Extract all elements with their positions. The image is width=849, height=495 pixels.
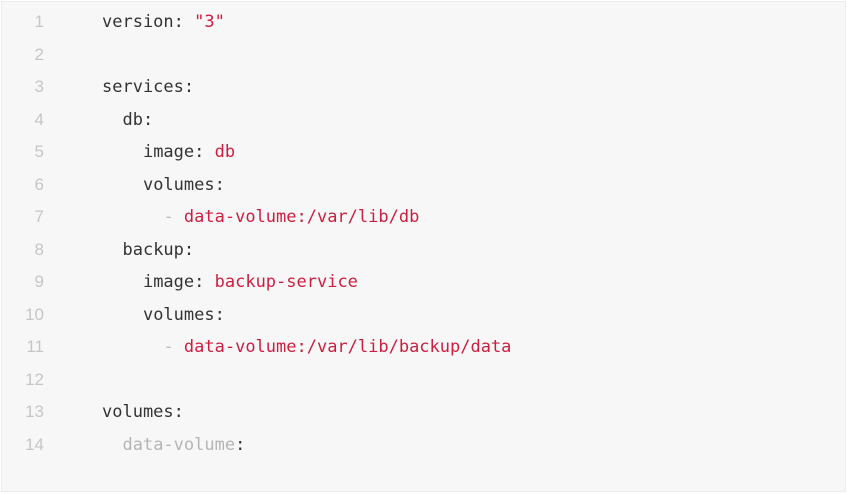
code-text: version: "3" [102, 6, 225, 38]
code-line: 4 db: [2, 104, 845, 136]
line-number: 8 [34, 239, 44, 259]
code-line: 8 backup: [2, 234, 845, 266]
line-number: 11 [26, 337, 44, 356]
code-line: 1 version: "3" [2, 6, 845, 38]
yaml-separator: : [214, 174, 225, 195]
yaml-separator: : [183, 239, 195, 260]
yaml-key: volumes [142, 304, 215, 325]
code-line: 11 - data-volume:/var/lib/backup/data [2, 331, 845, 363]
indent [102, 337, 163, 357]
line-number: 3 [34, 77, 44, 96]
indent [102, 142, 143, 162]
list-dash: - [163, 337, 184, 357]
indent [102, 435, 122, 455]
yaml-separator: : [214, 304, 225, 325]
line-number: 7 [34, 207, 44, 226]
code-line: 5 image: db [2, 136, 845, 168]
line-number: 5 [34, 142, 44, 161]
yaml-key: services [102, 77, 184, 97]
indent [102, 272, 143, 292]
yaml-key: volumes [102, 402, 174, 422]
code-text: services: [102, 71, 194, 103]
code-line: 7 - data-volume:/var/lib/db [2, 201, 845, 233]
code-line: 6 volumes: [2, 169, 845, 201]
code-line: 14 data-volume: [2, 429, 845, 461]
yaml-separator: : [194, 272, 215, 292]
line-number: 9 [34, 272, 44, 291]
code-text: image: db [102, 136, 235, 168]
line-number: 14 [25, 434, 44, 454]
yaml-key: image [142, 272, 195, 292]
code-line: 3 services: [2, 71, 845, 103]
line-number: 13 [25, 402, 44, 421]
code-text: - data-volume:/var/lib/db [102, 201, 419, 233]
code-text: volumes: [102, 299, 225, 331]
code-line: 10 volumes: [2, 299, 845, 331]
yaml-key: backup [122, 239, 184, 260]
code-text: backup: [102, 234, 194, 266]
yaml-value: data-volume:/var/lib/db [183, 207, 420, 227]
line-number: 2 [34, 44, 44, 64]
yaml-separator: : [173, 12, 195, 32]
yaml-key: image [142, 142, 195, 162]
line-number: 6 [34, 174, 44, 194]
yaml-key: data-volume [122, 434, 236, 455]
yaml-value: db [214, 142, 236, 162]
yaml-value: data-volume:/var/lib/backup/data [183, 337, 512, 357]
list-dash: - [163, 207, 184, 227]
code-line: 9 image: backup-service [2, 266, 845, 298]
yaml-separator: : [173, 402, 184, 422]
yaml-separator: : [183, 77, 195, 97]
yaml-separator: : [194, 142, 215, 162]
yaml-key: db [122, 109, 143, 130]
code-text: volumes: [102, 169, 225, 201]
indent [102, 305, 143, 325]
yaml-value: backup-service [214, 272, 358, 292]
line-number: 1 [34, 12, 44, 31]
yaml-value: "3" [194, 12, 225, 32]
code-text: data-volume: [102, 429, 245, 461]
code-text: volumes: [102, 396, 184, 428]
code-line: 12 [2, 364, 845, 396]
line-number: 4 [34, 109, 44, 129]
yaml-key: version [102, 12, 174, 32]
yaml-key: volumes [142, 174, 215, 195]
indent [102, 175, 143, 195]
indent [102, 240, 122, 260]
line-number: 12 [25, 369, 44, 389]
code-text: - data-volume:/var/lib/backup/data [102, 331, 511, 363]
line-number: 10 [25, 304, 44, 324]
indent [102, 207, 163, 227]
yaml-separator: : [235, 434, 246, 455]
code-text: image: backup-service [102, 266, 358, 298]
code-line: 13 volumes: [2, 396, 845, 428]
code-text: db: [102, 104, 153, 136]
yaml-separator: : [142, 109, 154, 130]
code-line: 2 [2, 39, 845, 71]
indent [102, 110, 122, 130]
